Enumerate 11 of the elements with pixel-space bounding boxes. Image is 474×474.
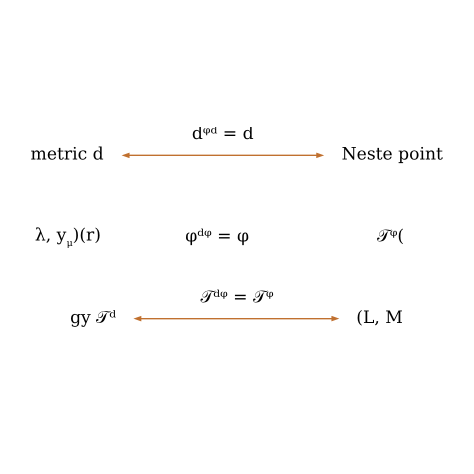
node-text: metric d	[30, 144, 104, 165]
node-text: 𝒯ᵠ(	[376, 226, 404, 246]
arrow	[133, 316, 340, 322]
label: φᵈᵠ = φ	[185, 226, 250, 246]
node-text: λ, y$_{μ}$)(r)	[34, 225, 101, 249]
node-text: (L, M	[356, 308, 403, 328]
node-text: Neste point	[342, 144, 443, 165]
edge-label: 𝒯ᵈᵠ = 𝒯ᵠ	[200, 287, 274, 308]
arrow	[122, 152, 324, 158]
edge-label: dᵠᵈ = d	[192, 124, 254, 144]
node-text: gy 𝒯ᵈ	[70, 308, 116, 328]
